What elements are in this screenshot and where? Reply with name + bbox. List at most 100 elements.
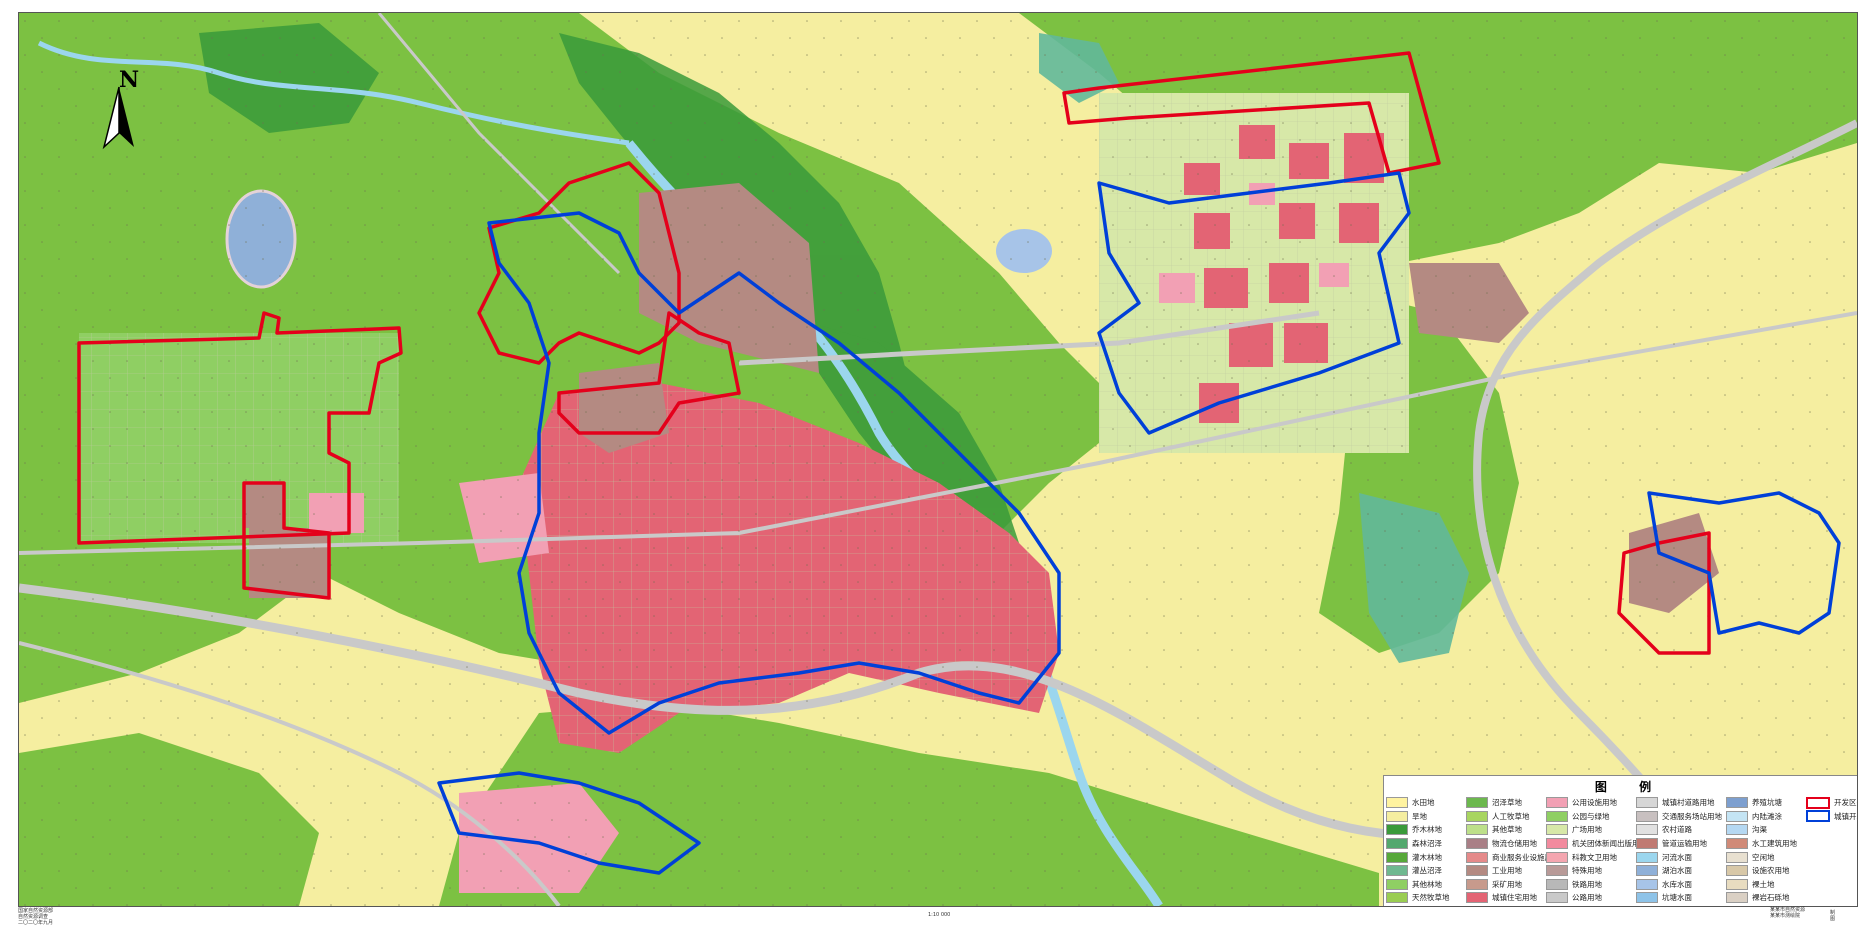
legend-item: 物流仓储用地 xyxy=(1466,837,1560,851)
footer-right-line: 某某市自然资源 xyxy=(1770,907,1806,913)
legend-item: 公用设施用地 xyxy=(1546,796,1647,810)
legend-item: 天然牧草地 xyxy=(1386,891,1450,905)
footer-left-line: 国家自然资源部 xyxy=(18,908,54,914)
legend-label: 裸岩石砾地 xyxy=(1752,893,1790,903)
legend-label: 工业用地 xyxy=(1492,866,1522,876)
legend-item: 农村道路 xyxy=(1636,823,1722,837)
legend-swatch xyxy=(1726,892,1748,904)
legend-label: 水库水面 xyxy=(1662,879,1692,889)
legend-label: 科教文卫用地 xyxy=(1572,852,1617,862)
legend-label: 特殊用地 xyxy=(1572,866,1602,876)
legend-label: 公园与绿地 xyxy=(1572,811,1610,821)
legend-label: 城镇村道路用地 xyxy=(1662,798,1715,808)
legend-label: 商业服务业设施用地 xyxy=(1492,852,1560,862)
legend-item: 科教文卫用地 xyxy=(1546,850,1647,864)
legend-label: 乔木林地 xyxy=(1412,825,1442,835)
legend-label: 裸土地 xyxy=(1752,879,1775,889)
legend-swatch xyxy=(1386,892,1408,904)
legend-item: 工业用地 xyxy=(1466,864,1560,878)
legend-swatch xyxy=(1636,797,1658,809)
legend-boundary-item: 开发区开发边界 xyxy=(1806,796,1857,810)
land-use-map[interactable] xyxy=(19,13,1857,906)
arable-symbols xyxy=(19,13,1857,906)
legend-swatch xyxy=(1386,865,1408,877)
legend-item: 灌丛沼泽 xyxy=(1386,864,1450,878)
legend-label: 旱地 xyxy=(1412,811,1427,821)
legend-swatch xyxy=(1726,824,1748,836)
legend-swatch xyxy=(1726,838,1748,850)
legend-label: 灌木林地 xyxy=(1412,852,1442,862)
legend-label: 沼泽草地 xyxy=(1492,798,1522,808)
legend-boundary-label: 城镇开发边界 xyxy=(1834,811,1857,821)
legend-item: 采矿用地 xyxy=(1466,878,1560,892)
legend-swatch xyxy=(1386,824,1408,836)
legend-label: 天然牧草地 xyxy=(1412,893,1450,903)
legend-swatch xyxy=(1546,851,1568,863)
legend-item: 乔木林地 xyxy=(1386,823,1450,837)
legend-item: 设施农用地 xyxy=(1726,864,1797,878)
legend-item: 其他林地 xyxy=(1386,878,1450,892)
legend-label: 铁路用地 xyxy=(1572,879,1602,889)
legend-swatch xyxy=(1726,797,1748,809)
legend-label: 河流水面 xyxy=(1662,852,1692,862)
legend-label: 沟渠 xyxy=(1752,825,1767,835)
legend-label: 广场用地 xyxy=(1572,825,1602,835)
legend-label: 水田地 xyxy=(1412,798,1435,808)
legend-swatch xyxy=(1636,878,1658,890)
north-label: N xyxy=(119,67,140,93)
legend-swatch xyxy=(1466,797,1488,809)
legend-column: 养殖坑塘内陆滩涂沟渠水工建筑用地空闲地设施农用地裸土地裸岩石砾地 xyxy=(1726,796,1797,905)
legend-swatch xyxy=(1726,851,1748,863)
north-arrow-icon xyxy=(102,86,134,150)
legend-swatch xyxy=(1636,851,1658,863)
legend-swatch xyxy=(1546,838,1568,850)
legend-item: 河流水面 xyxy=(1636,850,1722,864)
legend-swatch xyxy=(1546,878,1568,890)
legend-swatch xyxy=(1386,810,1408,822)
legend-item: 裸土地 xyxy=(1726,878,1797,892)
legend-item: 空闲地 xyxy=(1726,850,1797,864)
town-boundary-main xyxy=(487,211,1061,735)
legend-boundary-swatch xyxy=(1806,796,1830,809)
legend-label: 内陆滩涂 xyxy=(1752,811,1782,821)
legend-label: 采矿用地 xyxy=(1492,879,1522,889)
legend-swatch xyxy=(1546,892,1568,904)
legend-label: 管道运输用地 xyxy=(1662,839,1707,849)
legend-item: 沼泽草地 xyxy=(1466,796,1560,810)
legend-item: 公路用地 xyxy=(1546,891,1647,905)
legend-label: 其他林地 xyxy=(1412,879,1442,889)
legend-label: 人工牧草地 xyxy=(1492,811,1530,821)
legend-swatch xyxy=(1386,797,1408,809)
footer-scale: 1:10 000 xyxy=(928,912,951,918)
legend-label: 交通服务场站用地 xyxy=(1662,811,1722,821)
legend-title: 图 例 xyxy=(1594,780,1666,794)
map-canvas[interactable]: N 图 例 水田地旱地乔木林地森林沼泽灌木林地灌丛沼泽其他林地天然牧草地沼泽草地… xyxy=(18,12,1858,907)
legend-column: 沼泽草地人工牧草地其他草地物流仓储用地商业服务业设施用地工业用地采矿用地城镇住宅… xyxy=(1466,796,1560,905)
legend-item: 水工建筑用地 xyxy=(1726,837,1797,851)
legend-column: 公用设施用地公园与绿地广场用地机关团体新闻出版用地科教文卫用地特殊用地铁路用地公… xyxy=(1546,796,1647,905)
map-legend: 图 例 水田地旱地乔木林地森林沼泽灌木林地灌丛沼泽其他林地天然牧草地沼泽草地人工… xyxy=(1383,775,1857,906)
legend-label: 城镇住宅用地 xyxy=(1492,893,1537,903)
legend-item: 公园与绿地 xyxy=(1546,810,1647,824)
legend-swatch xyxy=(1386,838,1408,850)
legend-item: 内陆滩涂 xyxy=(1726,810,1797,824)
legend-swatch xyxy=(1726,865,1748,877)
town-boundary-south xyxy=(437,771,701,875)
legend-swatch xyxy=(1466,878,1488,890)
legend-label: 公用设施用地 xyxy=(1572,798,1617,808)
footer-publisher: 国家自然资源部 自然资源调查 二〇二〇年九月 xyxy=(18,908,53,926)
legend-swatch xyxy=(1546,810,1568,822)
legend-item: 机关团体新闻出版用地 xyxy=(1546,837,1647,851)
legend-swatch xyxy=(1386,878,1408,890)
legend-label: 公路用地 xyxy=(1572,893,1602,903)
legend-label: 湖泊水面 xyxy=(1662,866,1692,876)
legend-boundary-item: 城镇开发边界 xyxy=(1806,810,1857,824)
footer-right-line: 某某市测绘院 xyxy=(1770,913,1801,919)
dev-boundary-center xyxy=(477,161,681,365)
legend-boundary-label: 开发区开发边界 xyxy=(1834,798,1857,808)
legend-item: 旱地 xyxy=(1386,810,1450,824)
legend-swatch xyxy=(1726,810,1748,822)
dev-boundary-west xyxy=(77,311,403,545)
legend-item: 广场用地 xyxy=(1546,823,1647,837)
footer-credits: 某某市自然资源 某某市测绘院 制图 xyxy=(1770,907,1835,922)
